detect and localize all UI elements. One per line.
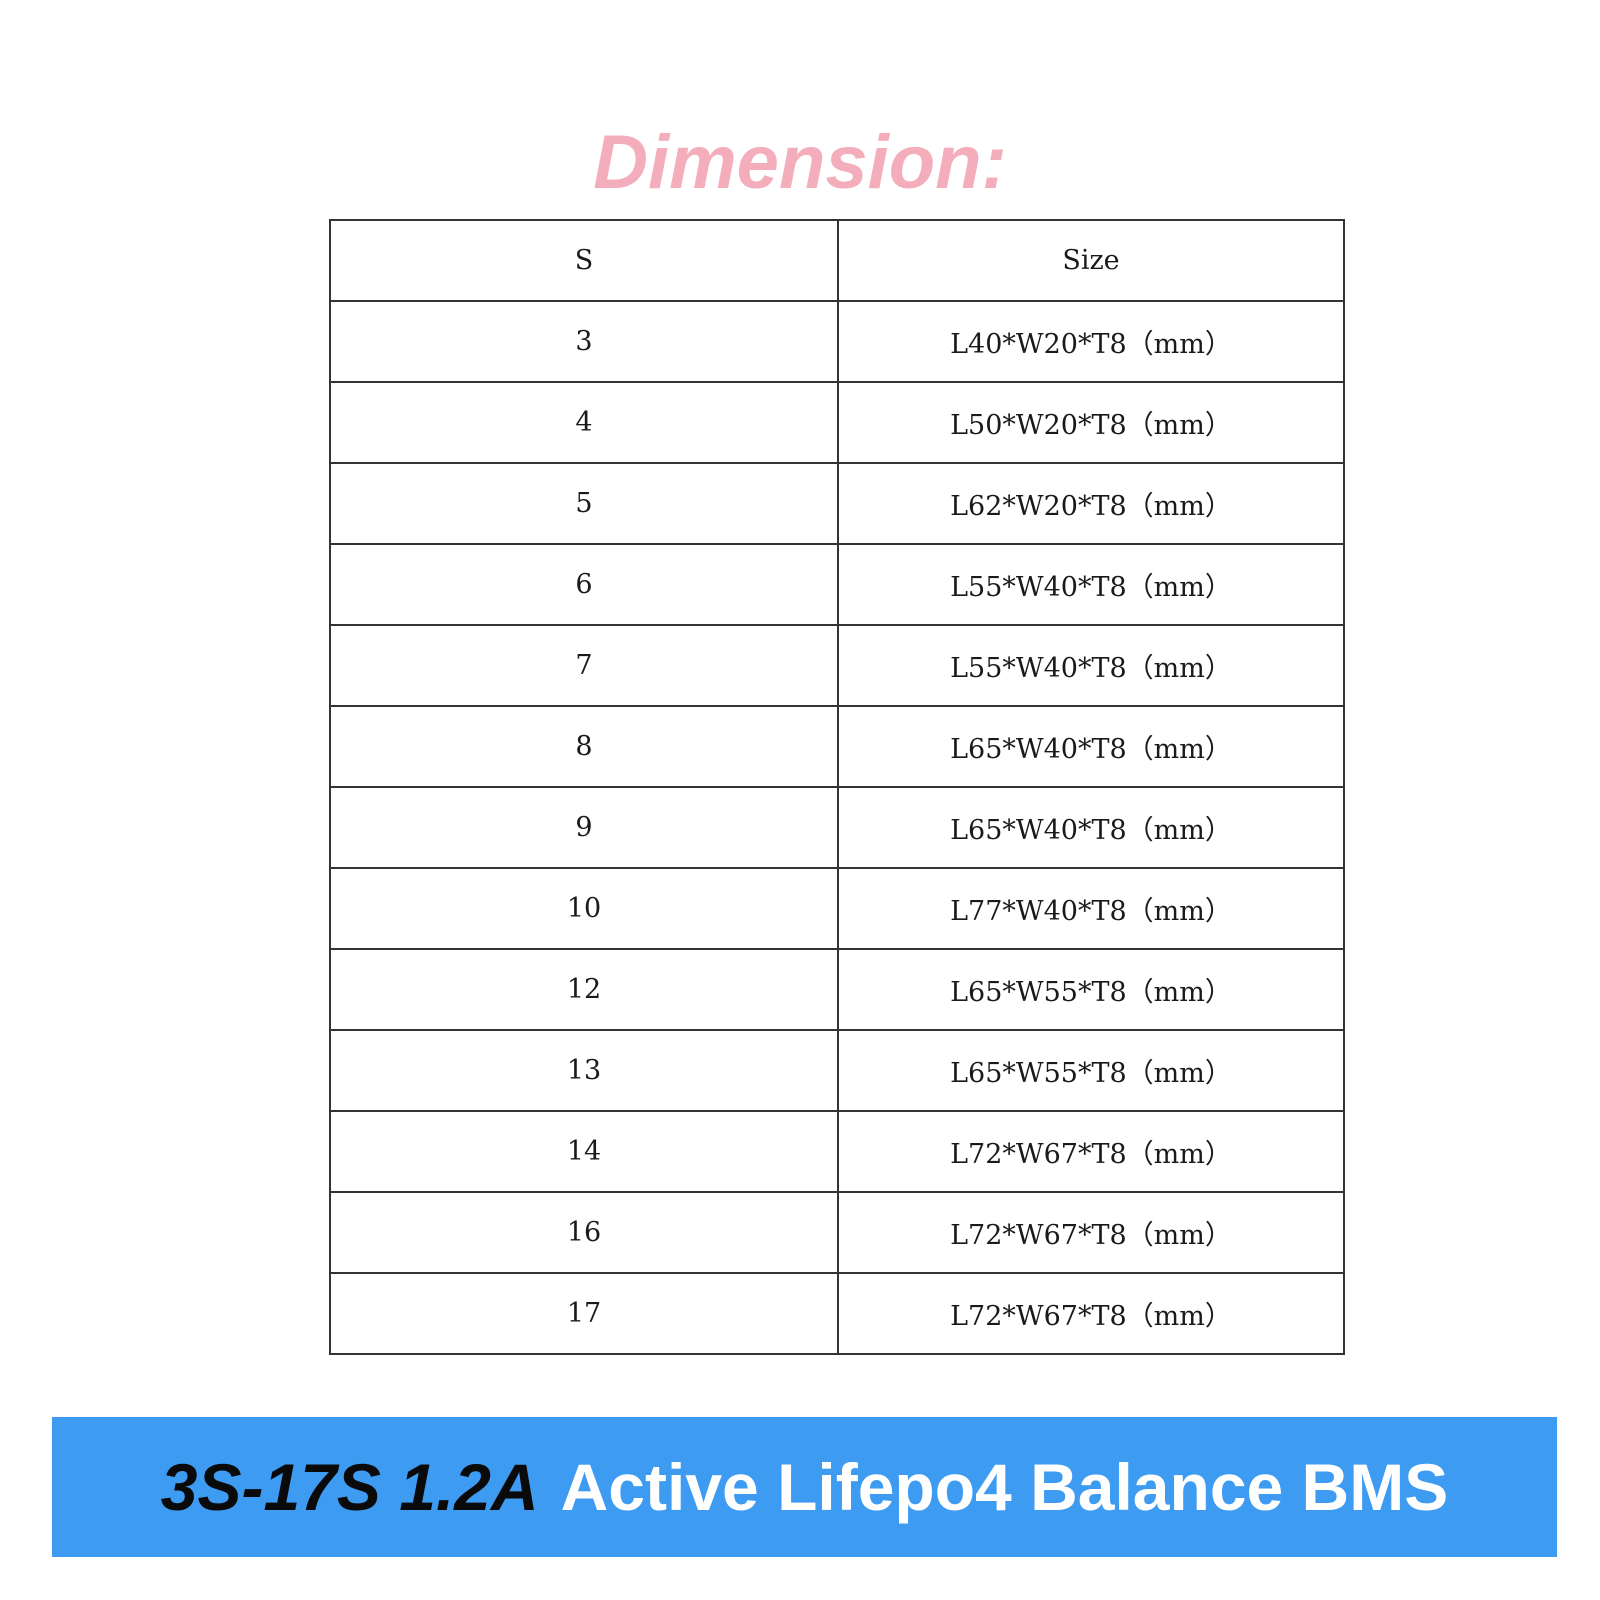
cell-size: L65*W55*T8（mm） — [837, 948, 1345, 1031]
table-row: 4 L50*W20*T8（mm） — [329, 381, 1345, 464]
cell-s: 14 — [329, 1110, 839, 1193]
table-row: 6 L55*W40*T8（mm） — [329, 543, 1345, 626]
cell-s: 16 — [329, 1191, 839, 1274]
page-title: Dimension: — [593, 120, 1007, 205]
table-row: 13 L65*W55*T8（mm） — [329, 1029, 1345, 1112]
cell-s: 4 — [329, 381, 839, 464]
product-banner: 3S-17S 1.2A Active Lifepo4 Balance BMS — [52, 1417, 1557, 1557]
banner-product-name: Active Lifepo4 Balance BMS — [560, 1450, 1449, 1524]
cell-s: 9 — [329, 786, 839, 869]
table-row: 7 L55*W40*T8（mm） — [329, 624, 1345, 707]
cell-size: L40*W20*T8（mm） — [837, 300, 1345, 383]
cell-size: L72*W67*T8（mm） — [837, 1110, 1345, 1193]
table-row: 8 L65*W40*T8（mm） — [329, 705, 1345, 788]
dimension-table: S Size 3 L40*W20*T8（mm） 4 L50*W20*T8（mm）… — [329, 219, 1345, 1355]
cell-s: 10 — [329, 867, 839, 950]
cell-s: 7 — [329, 624, 839, 707]
cell-size: L65*W40*T8（mm） — [837, 786, 1345, 869]
cell-s: 13 — [329, 1029, 839, 1112]
column-header-size: Size — [837, 219, 1345, 302]
cell-size: L50*W20*T8（mm） — [837, 381, 1345, 464]
cell-size: L55*W40*T8（mm） — [837, 543, 1345, 626]
cell-size: L65*W55*T8（mm） — [837, 1029, 1345, 1112]
table-row: 5 L62*W20*T8（mm） — [329, 462, 1345, 545]
table-row: 14 L72*W67*T8（mm） — [329, 1110, 1345, 1193]
table-row: 16 L72*W67*T8（mm） — [329, 1191, 1345, 1274]
cell-s: 17 — [329, 1272, 839, 1355]
cell-s: 5 — [329, 462, 839, 545]
cell-s: 12 — [329, 948, 839, 1031]
cell-size: L72*W67*T8（mm） — [837, 1272, 1345, 1355]
cell-size: L65*W40*T8（mm） — [837, 705, 1345, 788]
cell-s: 3 — [329, 300, 839, 383]
banner-model-range: 3S-17S 1.2A — [160, 1450, 539, 1524]
cell-size: L72*W67*T8（mm） — [837, 1191, 1345, 1274]
cell-size: L77*W40*T8（mm） — [837, 867, 1345, 950]
cell-size: L62*W20*T8（mm） — [837, 462, 1345, 545]
column-header-s: S — [329, 219, 839, 302]
cell-s: 6 — [329, 543, 839, 626]
table-row: 9 L65*W40*T8（mm） — [329, 786, 1345, 869]
cell-size: L55*W40*T8（mm） — [837, 624, 1345, 707]
table-row: 10 L77*W40*T8（mm） — [329, 867, 1345, 950]
table-row: 12 L65*W55*T8（mm） — [329, 948, 1345, 1031]
table-header-row: S Size — [329, 219, 1345, 302]
cell-s: 8 — [329, 705, 839, 788]
table-row: 17 L72*W67*T8（mm） — [329, 1272, 1345, 1355]
table-row: 3 L40*W20*T8（mm） — [329, 300, 1345, 383]
